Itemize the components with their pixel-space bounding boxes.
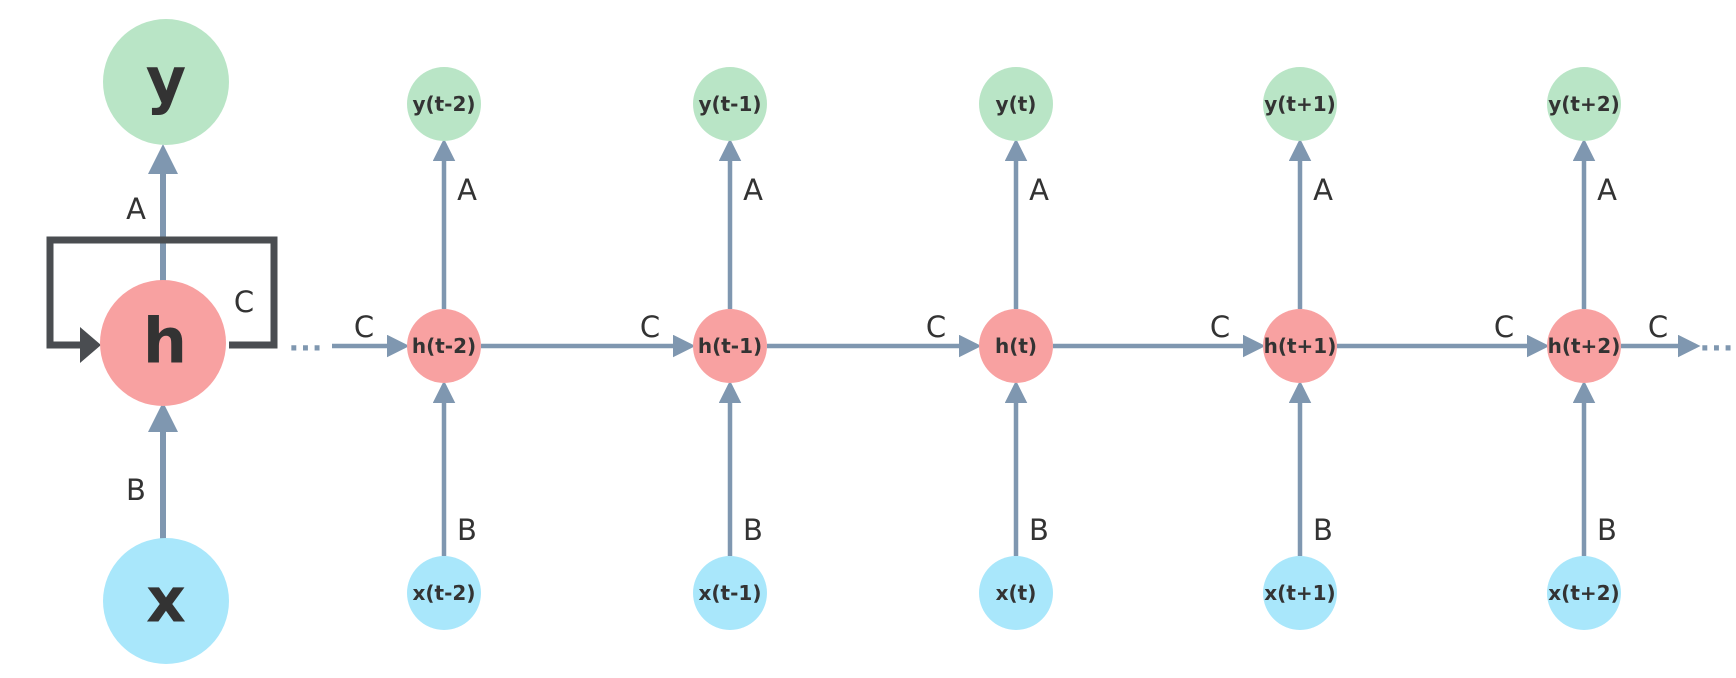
- label-a: A: [1597, 173, 1617, 207]
- label-b: B: [1029, 513, 1049, 547]
- output-label: y(t-1): [698, 92, 761, 116]
- label-c: C: [640, 310, 660, 344]
- hidden-node: [1263, 309, 1337, 383]
- label-a: A: [1313, 173, 1333, 207]
- label-b: B: [743, 513, 763, 547]
- input-label: x(t-1): [699, 581, 762, 605]
- label-b: B: [1313, 513, 1333, 547]
- label-c: C: [1494, 310, 1514, 344]
- hidden-node: [407, 309, 481, 383]
- output-node: [979, 67, 1053, 141]
- output-label: y(t-2): [412, 92, 475, 116]
- input-node: [1263, 556, 1337, 630]
- folded-hidden-node: [100, 280, 226, 406]
- folded-label-c: C: [234, 285, 254, 319]
- folded-label-b: B: [126, 473, 146, 507]
- output-label: y(t): [996, 92, 1037, 116]
- folded-recurrent-loop: [46, 236, 278, 349]
- folded-hidden-label: h: [143, 305, 187, 378]
- input-label: x(t): [996, 581, 1037, 605]
- input-label: x(t-2): [413, 581, 476, 605]
- folded-loop-arrowhead-icon: [80, 327, 101, 363]
- hidden-node: [979, 309, 1053, 383]
- folded-rnn: y h x A C B: [46, 19, 278, 664]
- input-node: [693, 556, 767, 630]
- input-node: [1547, 556, 1621, 630]
- label-c: C: [354, 310, 374, 344]
- hidden-label: h(t): [995, 334, 1037, 358]
- hidden-label: h(t+1): [1264, 334, 1337, 358]
- folded-label-a: A: [126, 192, 146, 226]
- label-a: A: [457, 173, 477, 207]
- hidden-label: h(t-1): [698, 334, 762, 358]
- output-node: [407, 67, 481, 141]
- label-b: B: [457, 513, 477, 547]
- input-label: x(t+1): [1264, 581, 1335, 605]
- output-node: [693, 67, 767, 141]
- label-c: C: [1210, 310, 1230, 344]
- folded-output-node: [103, 19, 229, 145]
- label-c-trailing: C: [1648, 310, 1668, 344]
- output-node: [1547, 67, 1621, 141]
- folded-input-label: x: [146, 564, 186, 637]
- trailing-ellipsis: ···: [1700, 332, 1735, 365]
- label-a: A: [743, 173, 763, 207]
- unrolled-sequence: ··· y(t-2) h(t-2) x(t-2) A B Cy(t-1) h(t-1) x(t-…: [289, 67, 1735, 630]
- label-b: B: [1597, 513, 1617, 547]
- label-a: A: [1029, 173, 1049, 207]
- input-label: x(t+2): [1548, 581, 1619, 605]
- output-label: y(t+2): [1548, 92, 1620, 116]
- hidden-node: [693, 309, 767, 383]
- output-node: [1263, 67, 1337, 141]
- hidden-label: h(t+2): [1548, 334, 1621, 358]
- hidden-node: [1547, 309, 1621, 383]
- input-node: [407, 556, 481, 630]
- hidden-label: h(t-2): [412, 334, 476, 358]
- label-c: C: [926, 310, 946, 344]
- output-label: y(t+1): [1264, 92, 1336, 116]
- folded-input-node: [103, 538, 229, 664]
- folded-output-label: y: [146, 44, 186, 117]
- input-node: [979, 556, 1053, 630]
- leading-ellipsis: ···: [289, 332, 324, 365]
